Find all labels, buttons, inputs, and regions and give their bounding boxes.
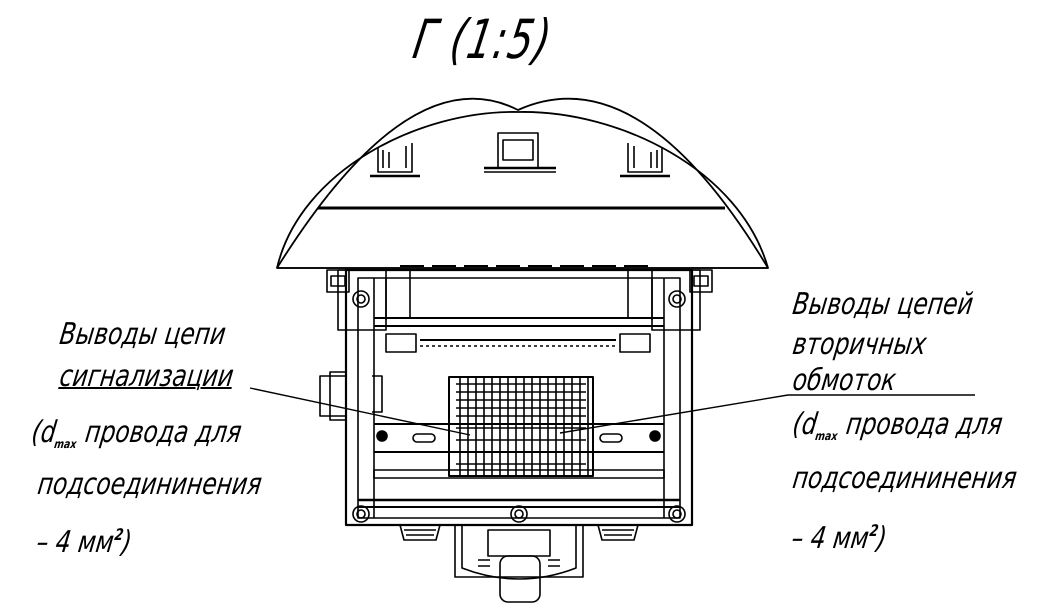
right-size-text: – 4 мм [789,521,872,556]
bottom-fittings [399,524,639,603]
right-callout-line1: Выводы цепей [790,287,976,322]
left-callout-line1: Выводы цепи [57,317,228,352]
upper-terminal-rail [374,317,664,353]
left-d-subscript: max [53,437,78,451]
right-callout-line5: подсоедининения [790,461,1019,496]
left-wire-text: провода для [75,415,244,450]
din-rail [358,423,680,508]
leader-lines [249,387,975,436]
view-title: Г (1:5) [408,8,558,71]
terminal-block [448,376,594,477]
right-bracket [651,269,713,331]
left-callout-line4: подсоедининения [35,467,264,502]
left-size-text: – 4 мм [34,525,117,560]
dome-left-clamp [370,143,420,178]
left-cable-gland [319,371,383,421]
right-callout-line3: обмоток [790,363,899,398]
terminal-box-housing [344,268,694,527]
right-callout-line4: (dmax провода для [789,407,1005,451]
right-d-subscript: max [814,429,839,443]
right-wire-text: провода для [836,407,1005,442]
left-callout-line3: (dmax провода для [28,415,244,459]
left-callout-line2: сигнализации [57,359,236,394]
dome-right-clamp [620,143,670,178]
left-callout-line5: – 4 мм2) [34,520,135,560]
right-callout-line2: вторичных [790,327,929,362]
corner-bolts [352,290,686,523]
dome-cover [276,97,769,269]
dome-top-bolt [484,132,556,173]
right-callout-line6: – 4 мм2) [789,516,890,556]
